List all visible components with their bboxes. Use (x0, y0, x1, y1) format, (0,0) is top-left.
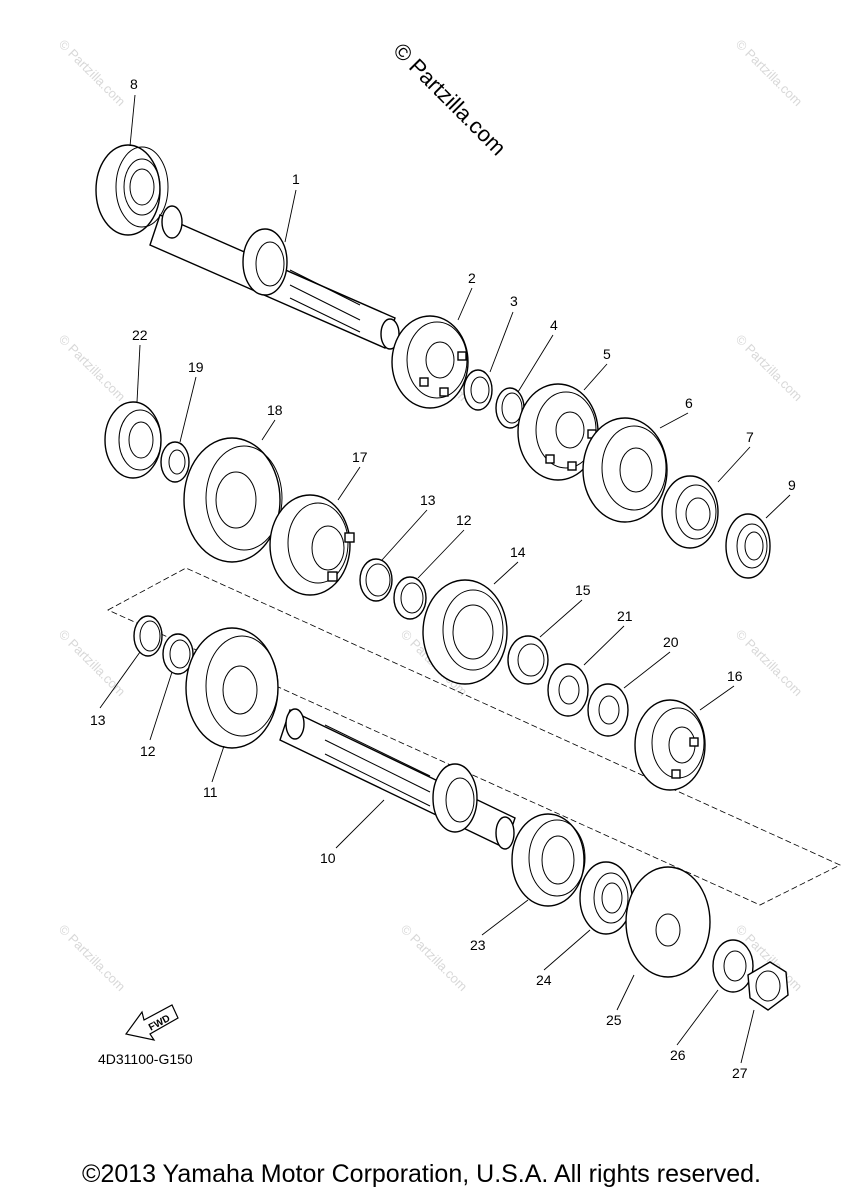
callout-12-upper: 12 (456, 512, 472, 528)
watermark-faint: © Partzilla.com (398, 922, 471, 995)
callout-27: 27 (732, 1065, 748, 1081)
watermark-faint: © Partzilla.com (733, 37, 806, 110)
watermark-faint: © Partzilla.com (56, 627, 129, 700)
callouts: 8 1 2 3 4 5 6 7 9 22 19 18 17 13 12 14 1… (90, 76, 796, 1081)
watermark-main: © Partzilla.com (388, 38, 511, 161)
leader-lines (99, 94, 791, 1064)
washer-12-upper (393, 576, 427, 620)
nut-27 (747, 961, 789, 1011)
callout-13-lower: 13 (90, 712, 106, 728)
oil-seal-24 (579, 861, 633, 935)
callout-1: 1 (292, 171, 300, 187)
gear-16 (634, 699, 706, 791)
drive-axle-10 (279, 708, 516, 850)
callout-20: 20 (663, 634, 679, 650)
gear-18 (183, 437, 283, 563)
callout-8: 8 (130, 76, 138, 92)
callout-23: 23 (470, 937, 486, 953)
callout-17: 17 (352, 449, 368, 465)
bearing-9 (725, 513, 771, 579)
diagram-code: 4D31100-G150 (98, 1051, 193, 1067)
bearing-8 (95, 144, 169, 236)
washer-19 (160, 441, 190, 483)
lock-washer-21 (547, 663, 589, 717)
callout-19: 19 (188, 359, 204, 375)
callout-24: 24 (536, 972, 552, 988)
forward-arrow-icon: FWD (124, 1004, 179, 1041)
watermark-faint: © Partzilla.com (56, 37, 129, 110)
watermark-faint: © Partzilla.com (56, 332, 129, 405)
callout-16: 16 (727, 668, 743, 684)
watermark-faint: © Partzilla.com (56, 922, 129, 995)
copyright-notice: ©2013 Yamaha Motor Corporation, U.S.A. A… (82, 1160, 761, 1188)
watermark-faint: © Partzilla.com (733, 332, 806, 405)
callout-22: 22 (132, 327, 148, 343)
lock-washer-26 (712, 939, 754, 993)
callout-3: 3 (510, 293, 518, 309)
circlip-13-upper (359, 558, 393, 602)
callout-6: 6 (685, 395, 693, 411)
washer-12-lower (162, 633, 194, 675)
lock-washer-20 (587, 683, 629, 737)
main-axle-1 (149, 205, 400, 350)
watermark-faint: © Partzilla.com (733, 627, 806, 700)
callout-14: 14 (510, 544, 526, 560)
callout-11: 11 (203, 784, 218, 800)
circlip-13-lower (133, 615, 163, 657)
bearing-23 (511, 813, 586, 907)
callout-18: 18 (267, 402, 283, 418)
gear-14 (422, 579, 508, 685)
callout-10: 10 (320, 850, 336, 866)
callout-26: 26 (670, 1047, 686, 1063)
gear-2 (391, 315, 469, 409)
callout-15: 15 (575, 582, 591, 598)
gear-11 (185, 627, 279, 749)
callout-7: 7 (746, 429, 754, 445)
gear-7 (661, 475, 719, 549)
gear-17 (269, 494, 355, 596)
needle-bearing-15 (507, 635, 549, 685)
callout-2: 2 (468, 270, 476, 286)
assembly-outline (107, 567, 841, 906)
callout-13-upper: 13 (420, 492, 436, 508)
washer-3 (463, 369, 493, 411)
callout-9: 9 (788, 477, 796, 493)
callout-5: 5 (603, 346, 611, 362)
callout-21: 21 (617, 608, 633, 624)
callout-4: 4 (550, 317, 558, 333)
bearing-22 (104, 401, 162, 479)
gear-6 (582, 417, 668, 523)
sprocket-25 (625, 866, 711, 978)
callout-12-lower: 12 (140, 743, 156, 759)
callout-25: 25 (606, 1012, 622, 1028)
